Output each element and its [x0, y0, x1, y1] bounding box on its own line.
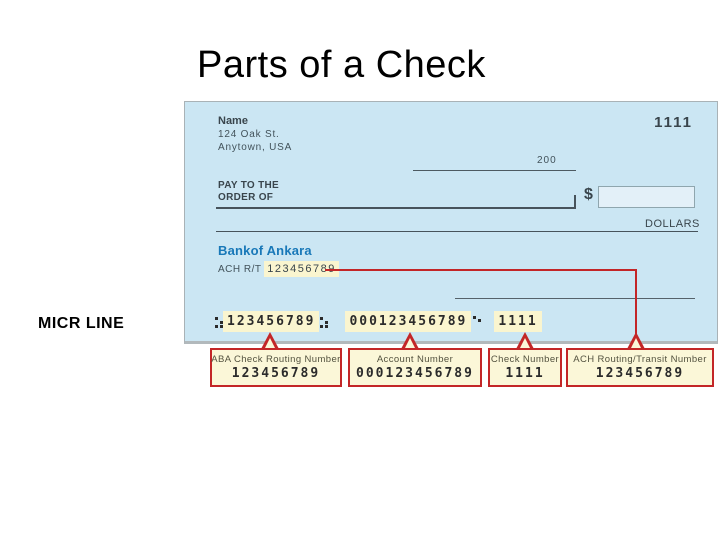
micr-onus-icon [471, 315, 483, 329]
micr-transit-icon [214, 315, 223, 329]
callout-ach-routing: ACH Routing/Transit Number 123456789 [566, 348, 714, 387]
check-number-top: 1111 [654, 114, 693, 131]
callout-label: ACH Routing/Transit Number [573, 354, 707, 365]
callout-label: ABA Check Routing Number [211, 354, 341, 365]
check-image: Name 124 Oak St. Anytown, USA 1111 200 P… [184, 101, 718, 344]
micr-routing-number: 123456789 [223, 311, 320, 332]
callout-value: 123456789 [231, 366, 321, 381]
amount-words-line [216, 231, 698, 232]
signature-line [455, 298, 695, 299]
callout-pointer-aba [261, 332, 279, 350]
payer-address-line1: 124 Oak St. [218, 129, 280, 140]
callout-pointer-ach [627, 332, 645, 350]
dollar-sign: $ [584, 186, 593, 203]
ach-connector-vertical-line [635, 269, 637, 350]
payer-address-line2: Anytown, USA [218, 142, 293, 153]
callout-account-number: Account Number 000123456789 [348, 348, 482, 387]
date-value: 200 [537, 155, 557, 166]
amount-box [598, 186, 695, 208]
ach-rt-label: ACH R/T [218, 264, 262, 275]
date-line [413, 170, 576, 171]
pay-to-line1: PAY TO THE [218, 180, 279, 191]
callout-value: 1111 [505, 366, 545, 381]
callout-pointer-check-number [516, 332, 534, 350]
dollars-label: DOLLARS [645, 218, 700, 230]
micr-account-number: 000123456789 [345, 311, 472, 332]
pay-to-the-order-of-label: PAY TO THE ORDER OF [218, 180, 279, 204]
micr-line: 123456789 000123456789 1111 [214, 311, 542, 332]
micr-transit-icon [319, 315, 328, 329]
callout-value: 123456789 [595, 366, 685, 381]
payer-block: Name 124 Oak St. Anytown, USA [218, 115, 292, 154]
callout-label: Check Number [490, 354, 560, 365]
bank-name: Bankof Ankara [218, 243, 312, 258]
pay-to-line2: ORDER OF [218, 192, 274, 203]
callout-check-number: Check Number 1111 [488, 348, 562, 387]
micr-check-number: 1111 [494, 311, 542, 332]
ach-rt-row: ACH R/T 123456789 [218, 261, 339, 277]
callout-label: Account Number [376, 354, 454, 365]
page-title: Parts of a Check [197, 44, 486, 86]
ach-rt-value: 123456789 [264, 261, 339, 277]
micr-line-label: MICR LINE [38, 315, 125, 332]
payee-line [216, 195, 576, 209]
payer-name: Name [218, 115, 248, 127]
ach-connector-horizontal-line [325, 269, 637, 271]
callout-aba-routing: ABA Check Routing Number 123456789 [210, 348, 342, 387]
callout-value: 000123456789 [356, 366, 474, 381]
callout-pointer-account [401, 332, 419, 350]
